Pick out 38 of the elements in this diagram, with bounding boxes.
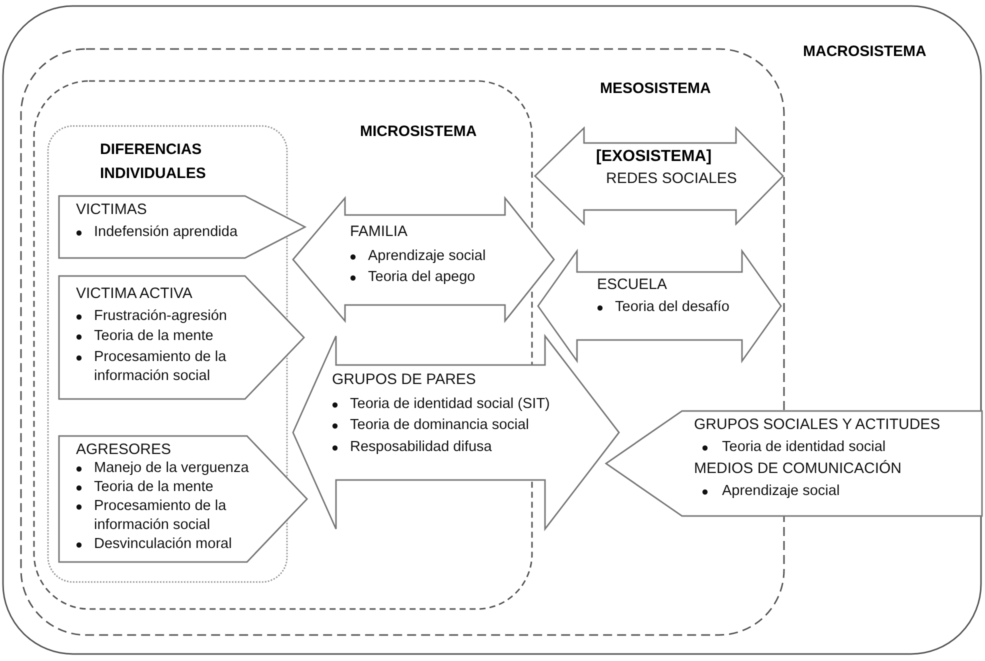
bullet-item: Aprendizaje social xyxy=(722,482,841,500)
heading-text: ESCUELA xyxy=(596,275,668,295)
heading-text: MEDIOS DE COMUNICACIÓN xyxy=(693,459,903,479)
double-arrow-shape xyxy=(534,127,784,225)
double-arrow-shape xyxy=(292,197,555,322)
system-title: MICROSISTEMA xyxy=(360,122,478,142)
bullet-item: Indefensión aprendida xyxy=(94,222,239,242)
double-arrow-shape xyxy=(292,335,620,530)
heading-text: VICTIMA ACTIVA xyxy=(75,284,194,304)
bullet-item: Teoria de identidad social (SIT) xyxy=(350,394,551,414)
bullet-item: Desvinculación moral xyxy=(94,535,233,554)
heading-text: VICTIMAS xyxy=(75,200,148,220)
heading-text: AGRESORES xyxy=(75,440,172,459)
bullet-item: Teoria del desafío xyxy=(615,298,730,316)
bullet-item: Resposabilidad difusa xyxy=(350,438,493,456)
bullet-item: Aprendizaje social xyxy=(368,246,487,266)
bullet-item: Frustración-agresión xyxy=(94,306,228,326)
system-title: MACROSISTEMA xyxy=(803,42,928,62)
system-title: DIFERENCIAS INDIVIDUALES xyxy=(100,140,207,184)
bullet-item: Teoria de identidad social xyxy=(722,438,887,456)
bullet-item: Teoria del apego xyxy=(368,268,476,287)
bullet-item: Teoria de dominancia social xyxy=(350,416,530,435)
bullet-item: Procesamiento de la información social xyxy=(94,348,228,386)
heading-text: REDES SOCIALES xyxy=(605,169,738,189)
bullet-item: Procesamiento de la información social xyxy=(94,497,228,535)
bullet-item: Manejo de la verguenza xyxy=(94,459,250,478)
arrow-shape xyxy=(58,275,305,400)
group-boundary xyxy=(47,125,288,583)
arrow-shape xyxy=(58,435,308,563)
double-arrow-shape xyxy=(537,250,782,362)
heading-text: [EXOSISTEMA] xyxy=(595,147,713,167)
system-title: MESOSISTEMA xyxy=(600,79,712,99)
heading-text: GRUPOS DE PARES xyxy=(331,370,477,390)
bullet-item: Teoria de la mente xyxy=(94,478,214,497)
heading-text: FAMILIA xyxy=(349,222,409,242)
system-boundary xyxy=(2,5,982,655)
heading-text: GRUPOS SOCIALES Y ACTITUDES xyxy=(693,415,942,435)
bullet-item: Teoria de la mente xyxy=(94,327,214,346)
